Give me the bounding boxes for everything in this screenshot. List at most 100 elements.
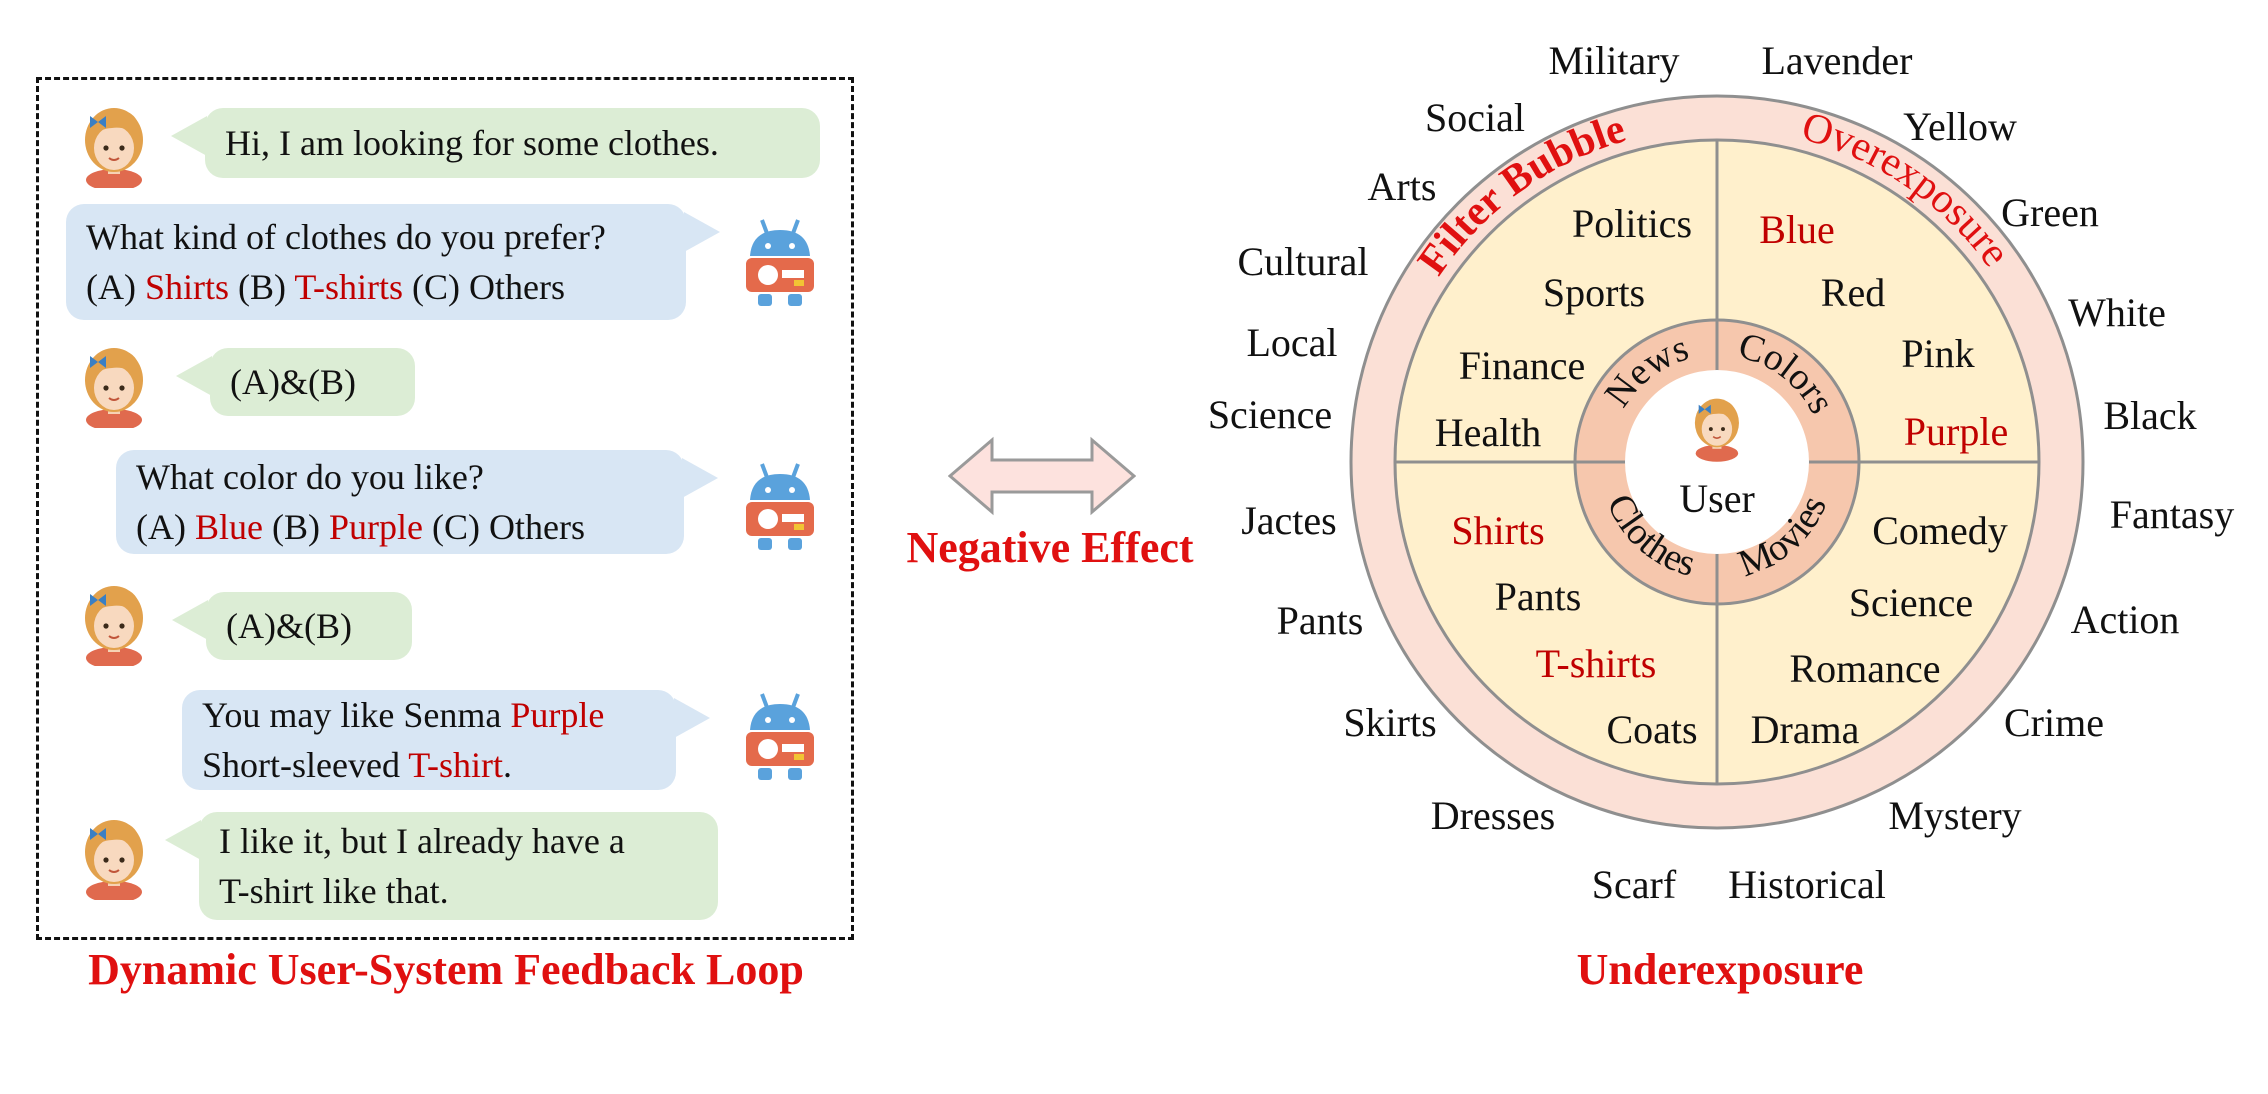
highlighted-text: Shirts [144, 267, 230, 307]
highlighted-text: Blue [194, 507, 263, 547]
outer-topic-label: Yellow [1903, 104, 2017, 149]
quadrant-item: T-shirts [1536, 641, 1657, 686]
outer-topic-label: Arts [1368, 164, 1437, 209]
outer-topic-label: Scarf [1592, 862, 1677, 907]
message-line: (A) Shirts (B) T-shirts (C) Others [86, 262, 666, 312]
dialog-panel [36, 77, 854, 940]
message-text: (B) [262, 507, 329, 547]
center-user-label: User [1679, 476, 1755, 521]
outer-topic-label: Social [1425, 95, 1525, 140]
user-message-bubble: (A)&(B) [210, 348, 415, 416]
message-line: You may like Senma Purple [202, 690, 656, 740]
message-text: . [502, 745, 512, 785]
robot-avatar-icon [738, 460, 822, 554]
message-text: You may like Senma [202, 695, 511, 735]
outer-topic-label: Historical [1728, 862, 1886, 907]
outer-topic-label: Skirts [1343, 700, 1436, 745]
bubble-tail [176, 356, 212, 396]
quadrant-item: Coats [1606, 707, 1697, 752]
outer-topic-label: Action [2071, 597, 2180, 642]
outer-topic-label: Military [1548, 38, 1679, 83]
user-avatar-icon [72, 334, 156, 431]
user-avatar-icon [72, 806, 156, 903]
outer-topic-label: White [2068, 290, 2166, 335]
message-text: T-shirt like that. [219, 871, 449, 911]
wheel-caption: Underexposure [1576, 945, 1864, 994]
quadrant-item: Health [1435, 410, 1542, 455]
quadrant-item: Drama [1751, 707, 1860, 752]
robot-avatar-icon [738, 216, 822, 310]
message-text: (A)&(B) [226, 606, 352, 646]
message-text: (A) [86, 267, 145, 307]
quadrant-item: Comedy [1872, 508, 2008, 553]
message-text: Short-sleeved [202, 745, 409, 785]
quadrant-item: Politics [1572, 201, 1692, 246]
message-line: Short-sleeved T-shirt. [202, 740, 656, 790]
user-message-bubble: (A)&(B) [206, 592, 412, 660]
message-line: Hi, I am looking for some clothes. [225, 118, 800, 168]
quadrant-item: Purple [1904, 409, 2008, 454]
center-user-avatar-icon [1694, 398, 1739, 462]
quadrant-item: Romance [1789, 646, 1940, 691]
message-text: What kind of clothes do you prefer? [86, 217, 606, 257]
outer-topic-label: Science [1208, 392, 1332, 437]
outer-topic-label: Pants [1277, 598, 1364, 643]
effect-label: Negative Effect [906, 523, 1194, 572]
highlighted-text: Purple [328, 507, 423, 547]
outer-topic-label: Dresses [1431, 793, 1555, 838]
outer-topic-label: Jactes [1241, 498, 1337, 543]
message-text: I like it, but I already have a [219, 821, 625, 861]
bubble-tail [674, 698, 710, 738]
outer-topic-label: Cultural [1237, 239, 1368, 284]
highlighted-text: T-shirt [408, 745, 503, 785]
message-text: What color do you like? [136, 457, 484, 497]
quadrant-item: Pants [1495, 574, 1582, 619]
message-line: (A) Blue (B) Purple (C) Others [136, 502, 664, 552]
message-line: What color do you like? [136, 452, 664, 502]
double-arrow-icon [948, 436, 1136, 516]
dialog-caption: Dynamic User-System Feedback Loop [88, 945, 804, 994]
outer-topic-label: Local [1246, 320, 1337, 365]
quadrant-item: Science [1849, 580, 1973, 625]
outer-topic-label: Black [2103, 393, 2196, 438]
message-text: (C) Others [422, 507, 585, 547]
user-avatar-icon [72, 94, 156, 191]
message-text: Hi, I am looking for some clothes. [225, 123, 719, 163]
highlighted-text: T-shirts [294, 267, 404, 307]
quadrant-item: Blue [1759, 207, 1835, 252]
bubble-tail [172, 600, 208, 640]
outer-topic-label: Crime [2004, 700, 2104, 745]
message-line: (A)&(B) [226, 601, 392, 651]
message-text: (C) Others [403, 267, 566, 307]
bubble-tail [684, 212, 720, 252]
quadrant-item: Red [1821, 270, 1885, 315]
message-line: I like it, but I already have a [219, 816, 698, 866]
message-text: (A) [136, 507, 195, 547]
user-message-bubble: I like it, but I already have a T-shirt l… [199, 812, 718, 920]
robot-avatar-icon [738, 690, 822, 784]
highlighted-text: Purple [510, 695, 605, 735]
quadrant-item: Finance [1459, 343, 1586, 388]
quadrant-item: Pink [1901, 331, 1974, 376]
message-line: What kind of clothes do you prefer? [86, 212, 666, 262]
outer-topic-label: Green [2001, 190, 2099, 235]
bubble-tail [171, 116, 207, 156]
quadrant-item: Sports [1543, 270, 1645, 315]
outer-topic-label: Fantasy [2110, 492, 2234, 537]
center-disc [1625, 370, 1809, 554]
bubble-tail [682, 458, 718, 498]
message-text: (B) [229, 267, 295, 307]
bubble-tail [165, 820, 201, 860]
user-message-bubble: Hi, I am looking for some clothes. [205, 108, 820, 178]
outer-topic-label: Mystery [1888, 793, 2021, 838]
outer-topic-label: Lavender [1761, 38, 1912, 83]
system-message-bubble: What kind of clothes do you prefer? (A) S… [66, 204, 686, 320]
system-message-bubble: What color do you like? (A) Blue (B) Purp… [116, 450, 684, 554]
user-avatar-icon [72, 572, 156, 669]
message-line: T-shirt like that. [219, 866, 698, 916]
quadrant-item: Shirts [1451, 508, 1544, 553]
message-line: (A)&(B) [230, 357, 395, 407]
